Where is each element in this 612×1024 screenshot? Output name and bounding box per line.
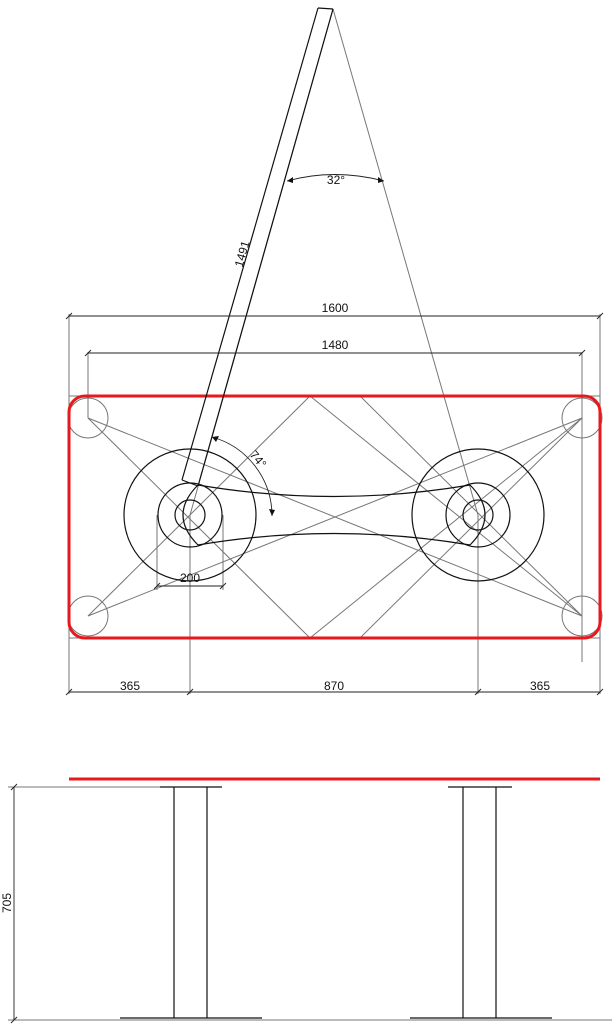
right-offset-label: 365 (530, 679, 550, 693)
arm-angle-arc (211, 436, 273, 517)
elevation-view: 705 (0, 777, 612, 1024)
arrow-head (378, 177, 384, 183)
apex-angle-label: 32° (327, 173, 345, 187)
arrow-head (212, 436, 219, 442)
apex-angle-arc (286, 174, 385, 182)
leg-right (462, 787, 497, 1018)
height-label: 705 (0, 893, 14, 913)
plan-view: 1491 32° 74° 1600 1480 200 (65, 7, 604, 696)
hub-diameter-label: 200 (180, 571, 200, 585)
overall-width-dimension (65, 312, 604, 320)
rod-1491 (181, 7, 334, 487)
overall-width-label: 1600 (322, 301, 349, 315)
connecting-beam (182, 484, 486, 546)
base-right (411, 448, 545, 582)
left-offset-label: 365 (120, 679, 140, 693)
leg-left (173, 787, 208, 1018)
height-dimension (10, 783, 18, 1024)
base-spacing-dimension (65, 688, 604, 696)
arrow-head (287, 177, 293, 183)
inner-width-label: 1480 (322, 338, 349, 352)
hub-diameter-dimension (153, 582, 227, 590)
arm-angle-label: 74° (247, 448, 270, 471)
rod-length-label: 1491 (232, 239, 253, 269)
center-span-label: 870 (324, 679, 344, 693)
arrow-head (269, 509, 275, 516)
tabletop-outline (67, 394, 602, 640)
corner-feet (67, 397, 603, 637)
inner-width-dimension (84, 349, 586, 357)
